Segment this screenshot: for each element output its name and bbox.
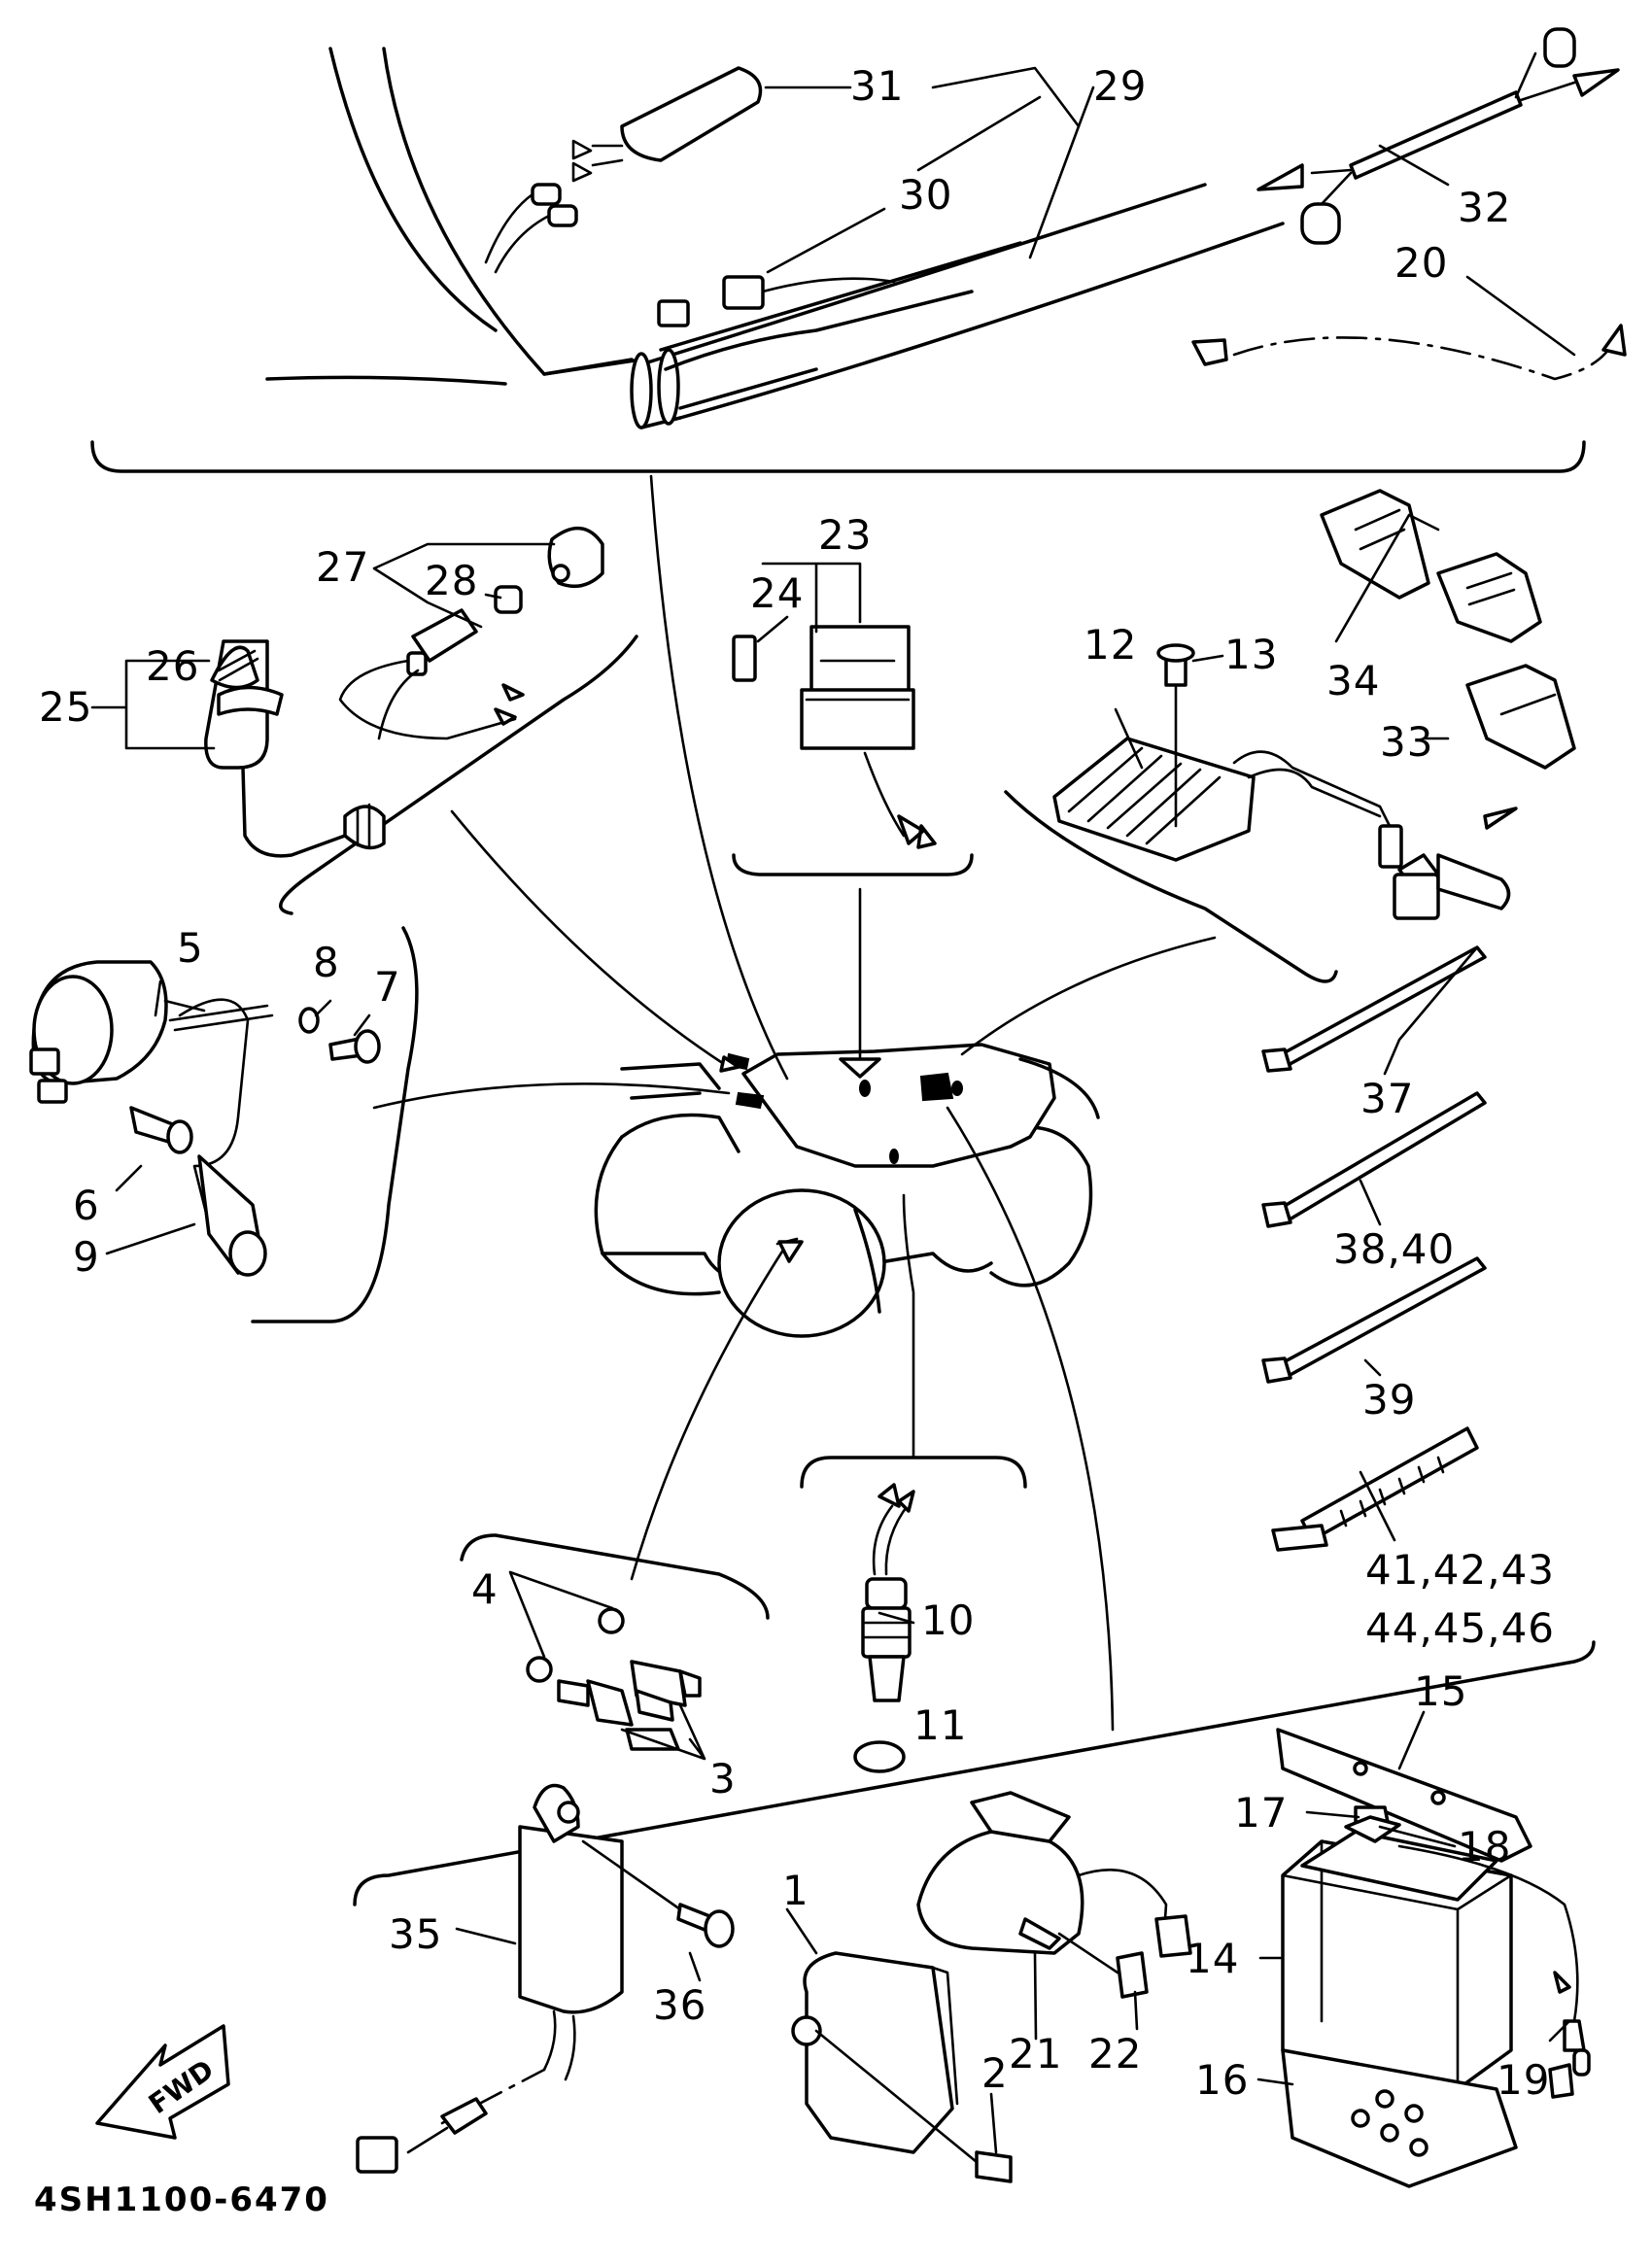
label-37: 37 [1360, 1075, 1414, 1122]
label-24: 24 [750, 569, 804, 617]
label-44-46: 44,45,46 [1365, 1604, 1555, 1652]
label-21: 21 [1009, 2030, 1062, 2077]
label-38-40: 38,40 [1333, 1225, 1455, 1273]
label-7: 7 [374, 963, 401, 1011]
label-23: 23 [818, 511, 872, 559]
label-17: 17 [1234, 1789, 1288, 1837]
label-11: 11 [913, 1701, 967, 1749]
label-14: 14 [1186, 1935, 1239, 1982]
label-3: 3 [709, 1755, 737, 1802]
ignition-coil-group [29, 926, 419, 1323]
label-13: 13 [1224, 631, 1278, 678]
label-36: 36 [653, 1981, 706, 2029]
label-41-43: 41,42,43 [1365, 1546, 1555, 1594]
label-20: 20 [1394, 239, 1448, 287]
label-12: 12 [1084, 621, 1137, 669]
wire-harness-group [90, 27, 1627, 473]
label-8: 8 [313, 939, 340, 986]
label-6: 6 [73, 1182, 100, 1229]
label-5: 5 [177, 924, 204, 972]
speed-sensor-group [204, 526, 638, 915]
label-35: 35 [389, 1910, 442, 1958]
label-1: 1 [782, 1867, 809, 1914]
leader-lines [372, 474, 1217, 1732]
label-10: 10 [921, 1596, 975, 1644]
label-29: 29 [1093, 62, 1147, 110]
label-16: 16 [1195, 2056, 1249, 2104]
label-26: 26 [146, 642, 199, 690]
label-28: 28 [425, 557, 478, 604]
label-18: 18 [1458, 1823, 1511, 1871]
vehicle-outline [594, 1043, 1100, 1338]
label-22: 22 [1088, 2030, 1142, 2077]
label-30: 30 [899, 171, 952, 219]
label-34: 34 [1326, 657, 1380, 704]
label-27: 27 [316, 543, 369, 591]
label-2: 2 [981, 2049, 1009, 2097]
diagram-code: 4SH1100-6470 [34, 2180, 329, 2219]
label-15: 15 [1414, 1667, 1467, 1715]
label-33: 33 [1380, 718, 1433, 766]
label-19: 19 [1497, 2056, 1550, 2104]
thermo-switch-group [800, 1456, 1027, 1773]
label-31: 31 [850, 62, 904, 110]
cable-ties-group [1261, 945, 1487, 1552]
label-9: 9 [73, 1233, 100, 1281]
label-32: 32 [1458, 184, 1511, 231]
label-25: 25 [39, 683, 92, 731]
starter-relay-group [732, 625, 974, 876]
label-4: 4 [471, 1565, 499, 1613]
battery-cdi-group [95, 1640, 1596, 2188]
spark-plug-group [460, 1533, 770, 1751]
label-leaders [90, 66, 1576, 2154]
rectifier-regulator-group [1004, 489, 1576, 983]
label-39: 39 [1362, 1376, 1416, 1424]
